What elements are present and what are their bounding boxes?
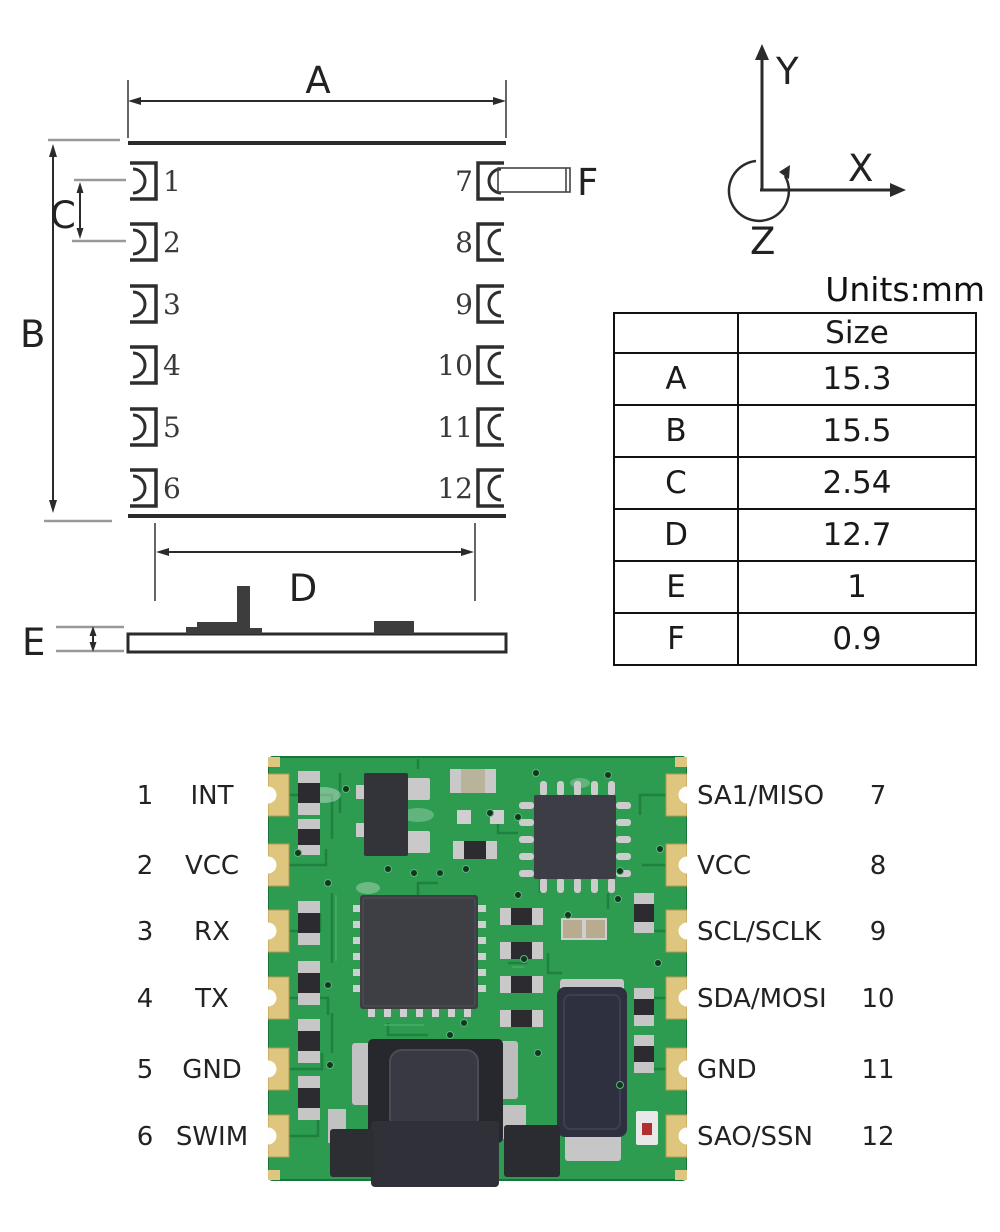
pin-right-num-8: 8 [869, 851, 887, 881]
qfp-chip [519, 781, 631, 893]
pin-left-name-2: VCC [184, 851, 240, 881]
pin-right-name-12: SAO/SSN [697, 1122, 813, 1152]
pin-left-num-3: 3 [136, 917, 154, 947]
dim-row-label: A [613, 352, 739, 406]
dimension-F: F [497, 161, 598, 204]
dim-row-label: E [613, 560, 739, 614]
table-row: C 2.54 [613, 456, 977, 510]
side-view [126, 586, 508, 654]
pin-number-10: 10 [437, 349, 473, 382]
dim-table-size-header: Size [737, 312, 977, 354]
smd-mid-right-caps [561, 918, 607, 940]
dimension-E: E [22, 621, 124, 664]
via-holes [294, 769, 664, 1089]
dim-label-B: B [20, 313, 45, 356]
pin-right-name-10: SDA/MOSI [697, 984, 827, 1014]
pin-right-num-7: 7 [869, 781, 887, 811]
dim-row-value: 1 [737, 560, 977, 614]
dim-row-value: 12.7 [737, 508, 977, 562]
right-tall-component [557, 979, 627, 1161]
bottom-power-components [328, 1039, 560, 1187]
dim-row-label: B [613, 404, 739, 458]
pin-right-num-11: 11 [861, 1055, 895, 1085]
corner-pads [268, 757, 687, 1180]
z-rotation-arrow [727, 159, 791, 223]
dimension-B: B [20, 138, 120, 523]
table-row: F 0.9 [613, 612, 977, 666]
top-left-ic [356, 773, 430, 856]
dimension-C: C [50, 178, 126, 243]
axes-indicator: Y X Z [727, 44, 906, 263]
dim-label-D: D [289, 567, 318, 610]
dim-row-value: 0.9 [737, 612, 977, 666]
axis-label-y: Y [775, 50, 799, 93]
dim-table-corner-cell [613, 312, 739, 354]
table-row: D 12.7 [613, 508, 977, 562]
pin-right-num-12: 12 [861, 1122, 895, 1152]
dim-label-A: A [305, 59, 330, 102]
pin-right-name-11: GND [697, 1055, 757, 1085]
pin-right-num-10: 10 [861, 984, 895, 1014]
dimension-D: D [154, 523, 476, 610]
dim-row-label: D [613, 508, 739, 562]
dimension-table: Size A 15.3 B 15.5 C 2.54 D 12.7 E 1 F 0… [613, 312, 977, 666]
pin-left-name-4: TX [195, 984, 229, 1014]
axis-label-x: X [848, 147, 873, 190]
dimension-A: A [127, 59, 507, 138]
pin-number-3: 3 [163, 288, 181, 321]
dim-label-E: E [22, 621, 45, 664]
dim-row-value: 15.5 [737, 404, 977, 458]
pin-number-7: 7 [455, 165, 473, 198]
pin-number-1: 1 [163, 165, 181, 198]
package-outline [128, 141, 506, 518]
side-view-components [186, 586, 414, 634]
table-row: E 1 [613, 560, 977, 614]
mechanical-drawing: 1 2 3 4 5 6 7 8 9 10 11 12 [20, 44, 906, 664]
table-row: B 15.5 [613, 404, 977, 458]
pin-right-name-9: SCL/SCLK [697, 917, 822, 947]
pin-number-9: 9 [455, 288, 473, 321]
pin-right-name-8: VCC [697, 851, 752, 881]
smd-left-column [298, 901, 320, 1120]
dim-row-value: 2.54 [737, 456, 977, 510]
pin-left-num-1: 1 [136, 781, 154, 811]
center-main-chip [353, 895, 486, 1017]
pin-left-name-5: GND [182, 1055, 242, 1085]
pin-left-name-1: INT [190, 781, 234, 811]
pin-left-name-3: RX [194, 917, 230, 947]
dim-table-header-row: Size [613, 312, 977, 354]
pin-number-8: 8 [455, 226, 473, 259]
dim-row-label: F [613, 612, 739, 666]
pin-right-name-7: SA1/MISO [697, 781, 825, 811]
right-pin-symbols: 7 8 9 10 11 12 [437, 161, 504, 508]
pin-left-num-5: 5 [136, 1055, 154, 1085]
pin-left-num-2: 2 [136, 851, 154, 881]
dim-row-value: 15.3 [737, 352, 977, 406]
dim-label-C: C [50, 194, 76, 237]
pin-right-num-9: 9 [869, 917, 887, 947]
castellated-pads-left [268, 773, 290, 1158]
axis-label-z: Z [750, 220, 775, 263]
dim-label-F: F [577, 161, 598, 204]
pin-left-num-4: 4 [136, 984, 154, 1014]
smd-left-top-pair [298, 771, 320, 855]
pin-number-5: 5 [163, 411, 181, 444]
dim-row-label: C [613, 456, 739, 510]
smd-center-cluster [500, 908, 543, 1027]
table-row: A 15.3 [613, 352, 977, 406]
pin-number-12: 12 [437, 472, 473, 505]
smd-right-column [634, 893, 658, 1145]
pin-number-11: 11 [437, 411, 473, 444]
left-pin-symbols: 1 2 3 4 5 6 [130, 161, 181, 508]
pin-left-name-6: SWIM [175, 1122, 249, 1152]
pin-number-4: 4 [163, 349, 181, 382]
castellated-pads-right [665, 773, 687, 1158]
pin-left-num-6: 6 [136, 1122, 154, 1152]
pin-number-2: 2 [163, 226, 181, 259]
smd-top-middle [450, 769, 504, 859]
pin-number-6: 6 [163, 472, 181, 505]
pcb-photo [268, 756, 687, 1187]
units-label: Units:mm [825, 270, 985, 309]
